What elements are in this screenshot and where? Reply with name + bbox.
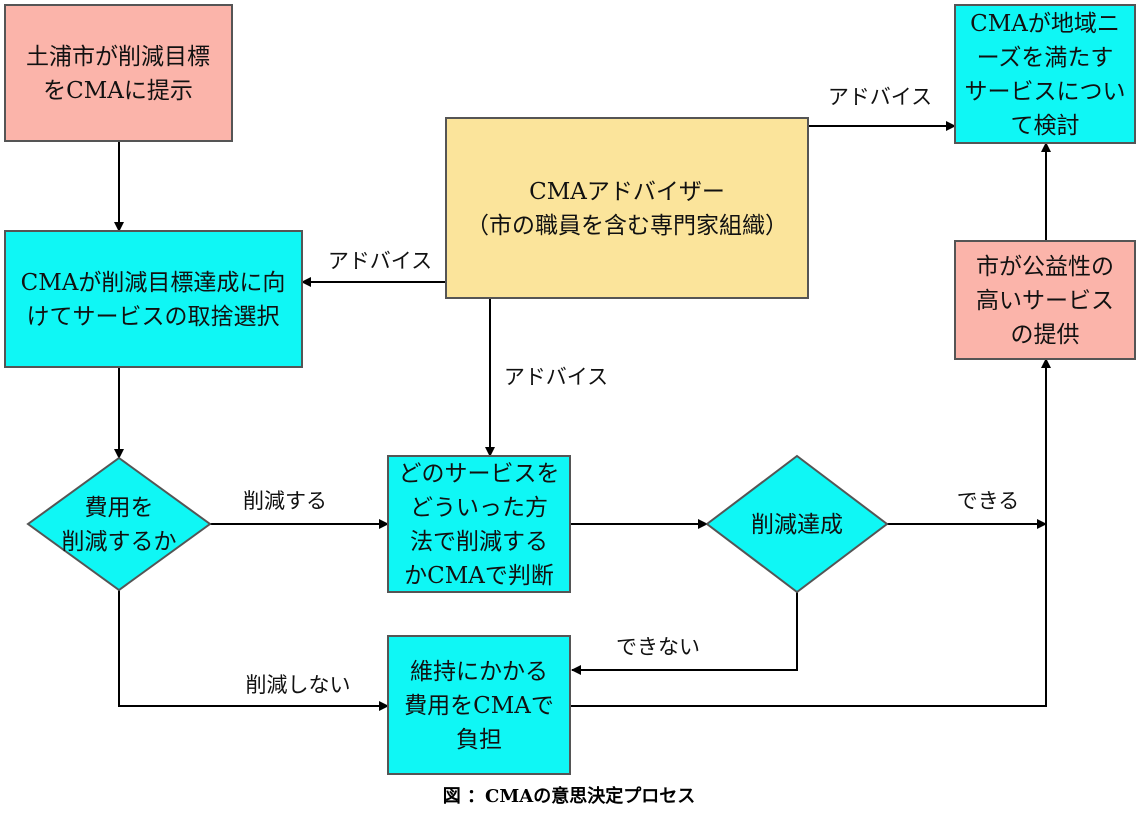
node-city-target-text: 土浦市が削減目標をCMAに提示 [26,44,210,104]
label-advice-top: アドバイス [828,85,932,109]
edges [114,121,1051,711]
node-text-line: 負担 [456,727,502,753]
node-text-line: 費用をCMAで [404,693,554,719]
node-text-line: どのサービスを [399,461,560,487]
node-text-line: （市の職員を含む専門家組織） [466,213,788,239]
node-text-line: 法で削減する [410,529,548,555]
node-text-line: をCMAに提示 [43,78,193,104]
label-advice-down: アドバイス [504,365,608,389]
node-text-line: 土浦市が削減目標 [26,44,210,70]
edge-labels: アドバイス アドバイス アドバイス 削減する 削減しない できる できない [243,85,1019,697]
node-public-service [954,240,1136,360]
node-reduction-judgement [387,455,571,593]
node-text-line: て検討 [1011,113,1080,139]
node-service-selection [4,230,303,368]
decision-achievement [705,454,889,594]
node-text-line: 高いサービス [976,288,1114,314]
node-text-line: ーズを満たす [977,45,1114,71]
edge-burden-to-public-service [570,358,1051,707]
label-achieved: できる [957,489,1020,513]
node-city-target [4,4,233,142]
node-service-selection-text: CMAが削減目標達成に向けてサービスの取捨選択 [21,270,286,330]
label-reduce-no: 削減しない [246,673,351,697]
nodes: 土浦市が削減目標をCMAに提示 CMAが削減目標達成に向けてサービスの取捨選択 … [4,4,1136,775]
node-text-line: どういった方 [410,495,548,521]
node-text-line: の提供 [1011,322,1080,348]
figure-caption: 図 ：CMAの意思決定プロセス [443,785,695,807]
edge-decision-to-burden [118,590,389,711]
label-advice-left: アドバイス [328,249,432,273]
label-reduce-yes: 削減する [243,489,327,513]
node-regional-needs [954,4,1136,144]
node-cost-burden [387,635,571,775]
decision-reduce-cost [26,456,212,592]
node-cma-advisor [445,117,809,299]
node-cma-advisor-text: CMAアドバイザー （市の職員を含む専門家組織） [466,179,788,239]
node-text-line: 維持にかかる [410,659,548,685]
node-text-line: 削減達成 [751,512,843,538]
node-text-line: かCMAで判断 [404,563,554,589]
node-reduction-judgement-text: どのサービスをどういった方法で削減するかCMAで判断 [399,461,560,589]
node-text-line: CMAアドバイザー [529,179,725,205]
decision-achievement-text: 削減達成 [751,512,843,538]
node-text-line: けてサービスの取捨選択 [27,304,280,330]
decision-reduce-cost-text: 費用を削減するか [62,495,177,555]
label-not-achieved: できない [616,635,700,659]
node-text-line: 削減するか [62,529,177,555]
node-cost-burden-text: 維持にかかる費用をCMAで負担 [404,659,554,753]
node-regional-needs-text: CMAが地域ニーズを満たすサービスについて検討 [965,11,1126,139]
node-public-service-text: 市が公益性の高いサービスの提供 [976,254,1114,348]
node-text-line: CMAが地域ニ [970,11,1120,37]
node-text-line: CMAが削減目標達成に向 [21,270,286,296]
edge-achievement-to-burden [571,592,798,675]
node-text-line: 市が公益性の [976,254,1114,280]
node-text-line: サービスについ [965,79,1126,105]
node-text-line: 費用を [85,495,154,521]
